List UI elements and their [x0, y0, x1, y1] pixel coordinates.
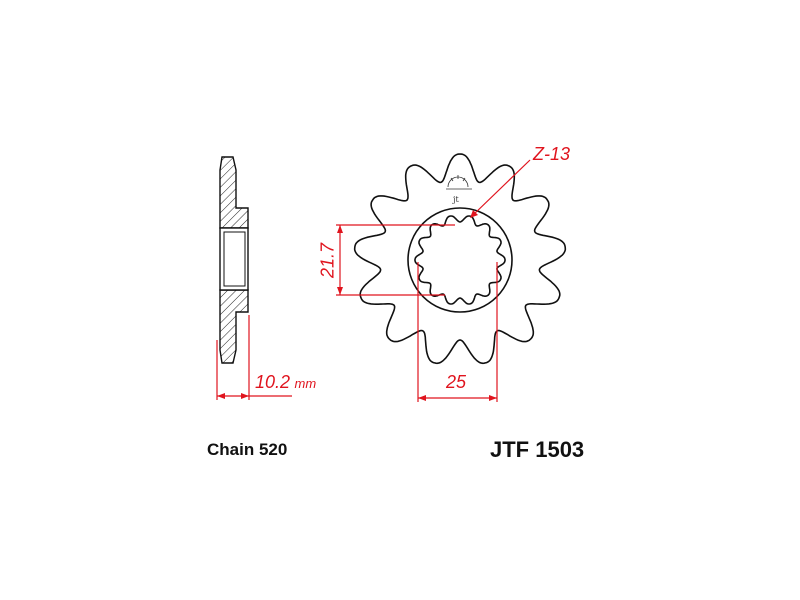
thickness-dimension: 10.2 mm	[255, 372, 316, 393]
logo-icon: jt	[446, 175, 472, 204]
bore-dimension-label: 21.7	[317, 242, 338, 279]
thickness-value: 10.2	[255, 372, 291, 392]
hub-circle	[407, 207, 513, 313]
dimension-lines	[216, 159, 531, 402]
part-number: JTF 1503	[490, 437, 585, 462]
thickness-unit: mm	[294, 376, 317, 391]
spline-bore	[414, 215, 506, 305]
chain-label: Chain 520	[207, 440, 288, 459]
sprocket-side-view	[219, 156, 249, 364]
svg-text:jt: jt	[452, 195, 459, 204]
teeth-count-label: Z-13	[533, 144, 571, 164]
spline-dimension-label: 25	[446, 372, 467, 392]
